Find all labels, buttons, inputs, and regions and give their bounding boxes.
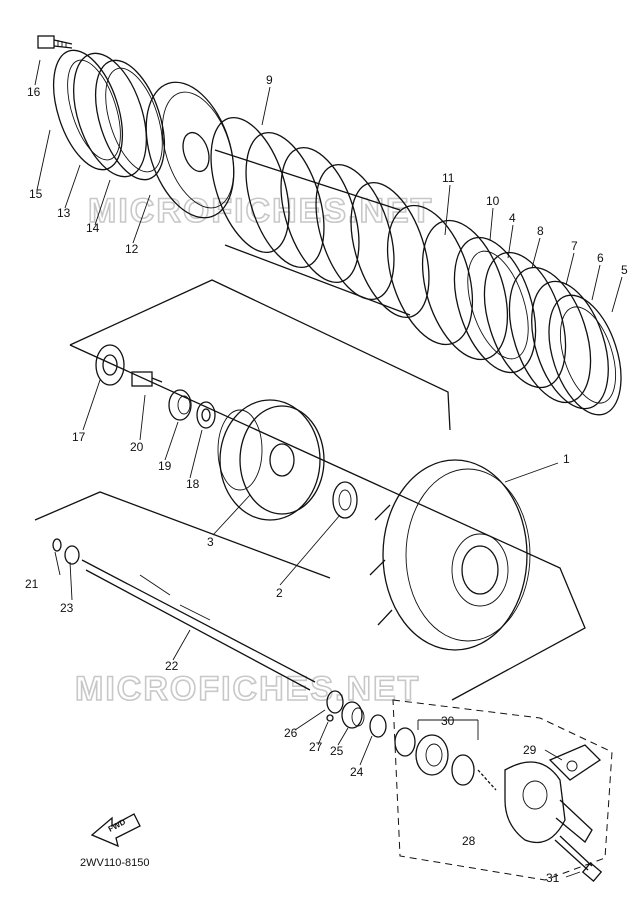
label-part-11: 11 [442,171,455,185]
label-part-13: 13 [57,206,71,220]
plate-part-6 [531,280,609,410]
washer-part-18 [196,401,216,429]
upper-assembly-base-line [69,344,586,701]
label-part-14: 14 [86,221,100,235]
label-part-12: 12 [125,242,139,256]
ball-part-27 [326,714,334,722]
label-part-17: 17 [72,430,86,444]
callout-leaders [34,59,623,878]
ring-part-24 [369,714,387,738]
label-part-8: 8 [537,224,544,238]
label-part-25: 25 [330,744,344,758]
collar-part-19 [168,389,192,421]
label-part-20: 20 [130,440,144,454]
plate-part-7 [508,266,592,404]
label-part-1: 1 [563,452,570,466]
clutch-plate-stack-part-9 [210,116,430,319]
push-rod-part-22 [81,559,316,691]
spring-part-13 [73,52,147,178]
label-part-16: 16 [27,85,41,99]
label-part-9: 9 [266,73,273,87]
label-part-2: 2 [276,586,283,600]
bolt-part-16 [37,35,73,49]
washer-part-2 [332,481,358,519]
forward-arrow-icon: FWD [90,813,141,848]
ring-part-14 [94,59,166,181]
label-part-10: 10 [486,194,500,208]
ring-part-4 [453,236,537,374]
oring-part-26 [326,690,344,714]
label-part-31: 31 [546,871,560,885]
plate-part-8 [483,251,567,389]
label-part-15: 15 [29,187,43,201]
label-part-24: 24 [350,765,364,779]
label-part-27: 27 [309,740,323,754]
clip-part-21 [52,538,62,552]
label-part-3: 3 [207,535,214,549]
hub-part-12 [145,81,235,219]
cover-group-outline [392,699,613,881]
label-part-5: 5 [621,263,628,277]
label-part-6: 6 [597,251,604,265]
bearing-set-part-30 [394,727,497,791]
clutch-housing-part-1 [369,459,531,651]
spacer-part-20 [131,371,163,387]
label-part-19: 19 [158,459,172,473]
plate-part-5 [548,294,622,416]
label-part-21: 21 [25,577,39,591]
upper-assembly-outline [69,279,451,431]
ring-part-23 [64,545,80,565]
watermark-bottom: MICROFICHES.NET [75,670,420,708]
label-part-22: 22 [165,659,179,673]
bolt-part-31 [554,835,603,883]
label-part-28: 28 [462,834,476,848]
bearing-part-17 [95,344,125,386]
label-part-4: 4 [509,211,516,225]
label-part-18: 18 [186,477,200,491]
lever-part-29 [548,744,602,781]
part-number-labels: 1 2 3 4 5 6 7 8 9 10 11 12 13 14 15 16 1… [25,73,628,885]
shaft-group-outline [34,491,331,579]
pressure-plate-part-15 [52,49,124,171]
plate-part-10 [421,219,509,361]
label-part-30: 30 [441,714,455,728]
label-part-29: 29 [523,743,537,757]
label-part-23: 23 [60,601,74,615]
collar-part-25 [341,701,365,729]
drawing-code: 2WV110-8150 [80,857,150,869]
lever-housing-part-28 [504,761,593,844]
label-part-7: 7 [571,239,578,253]
gear-part-3 [217,399,325,521]
label-part-26: 26 [284,726,298,740]
